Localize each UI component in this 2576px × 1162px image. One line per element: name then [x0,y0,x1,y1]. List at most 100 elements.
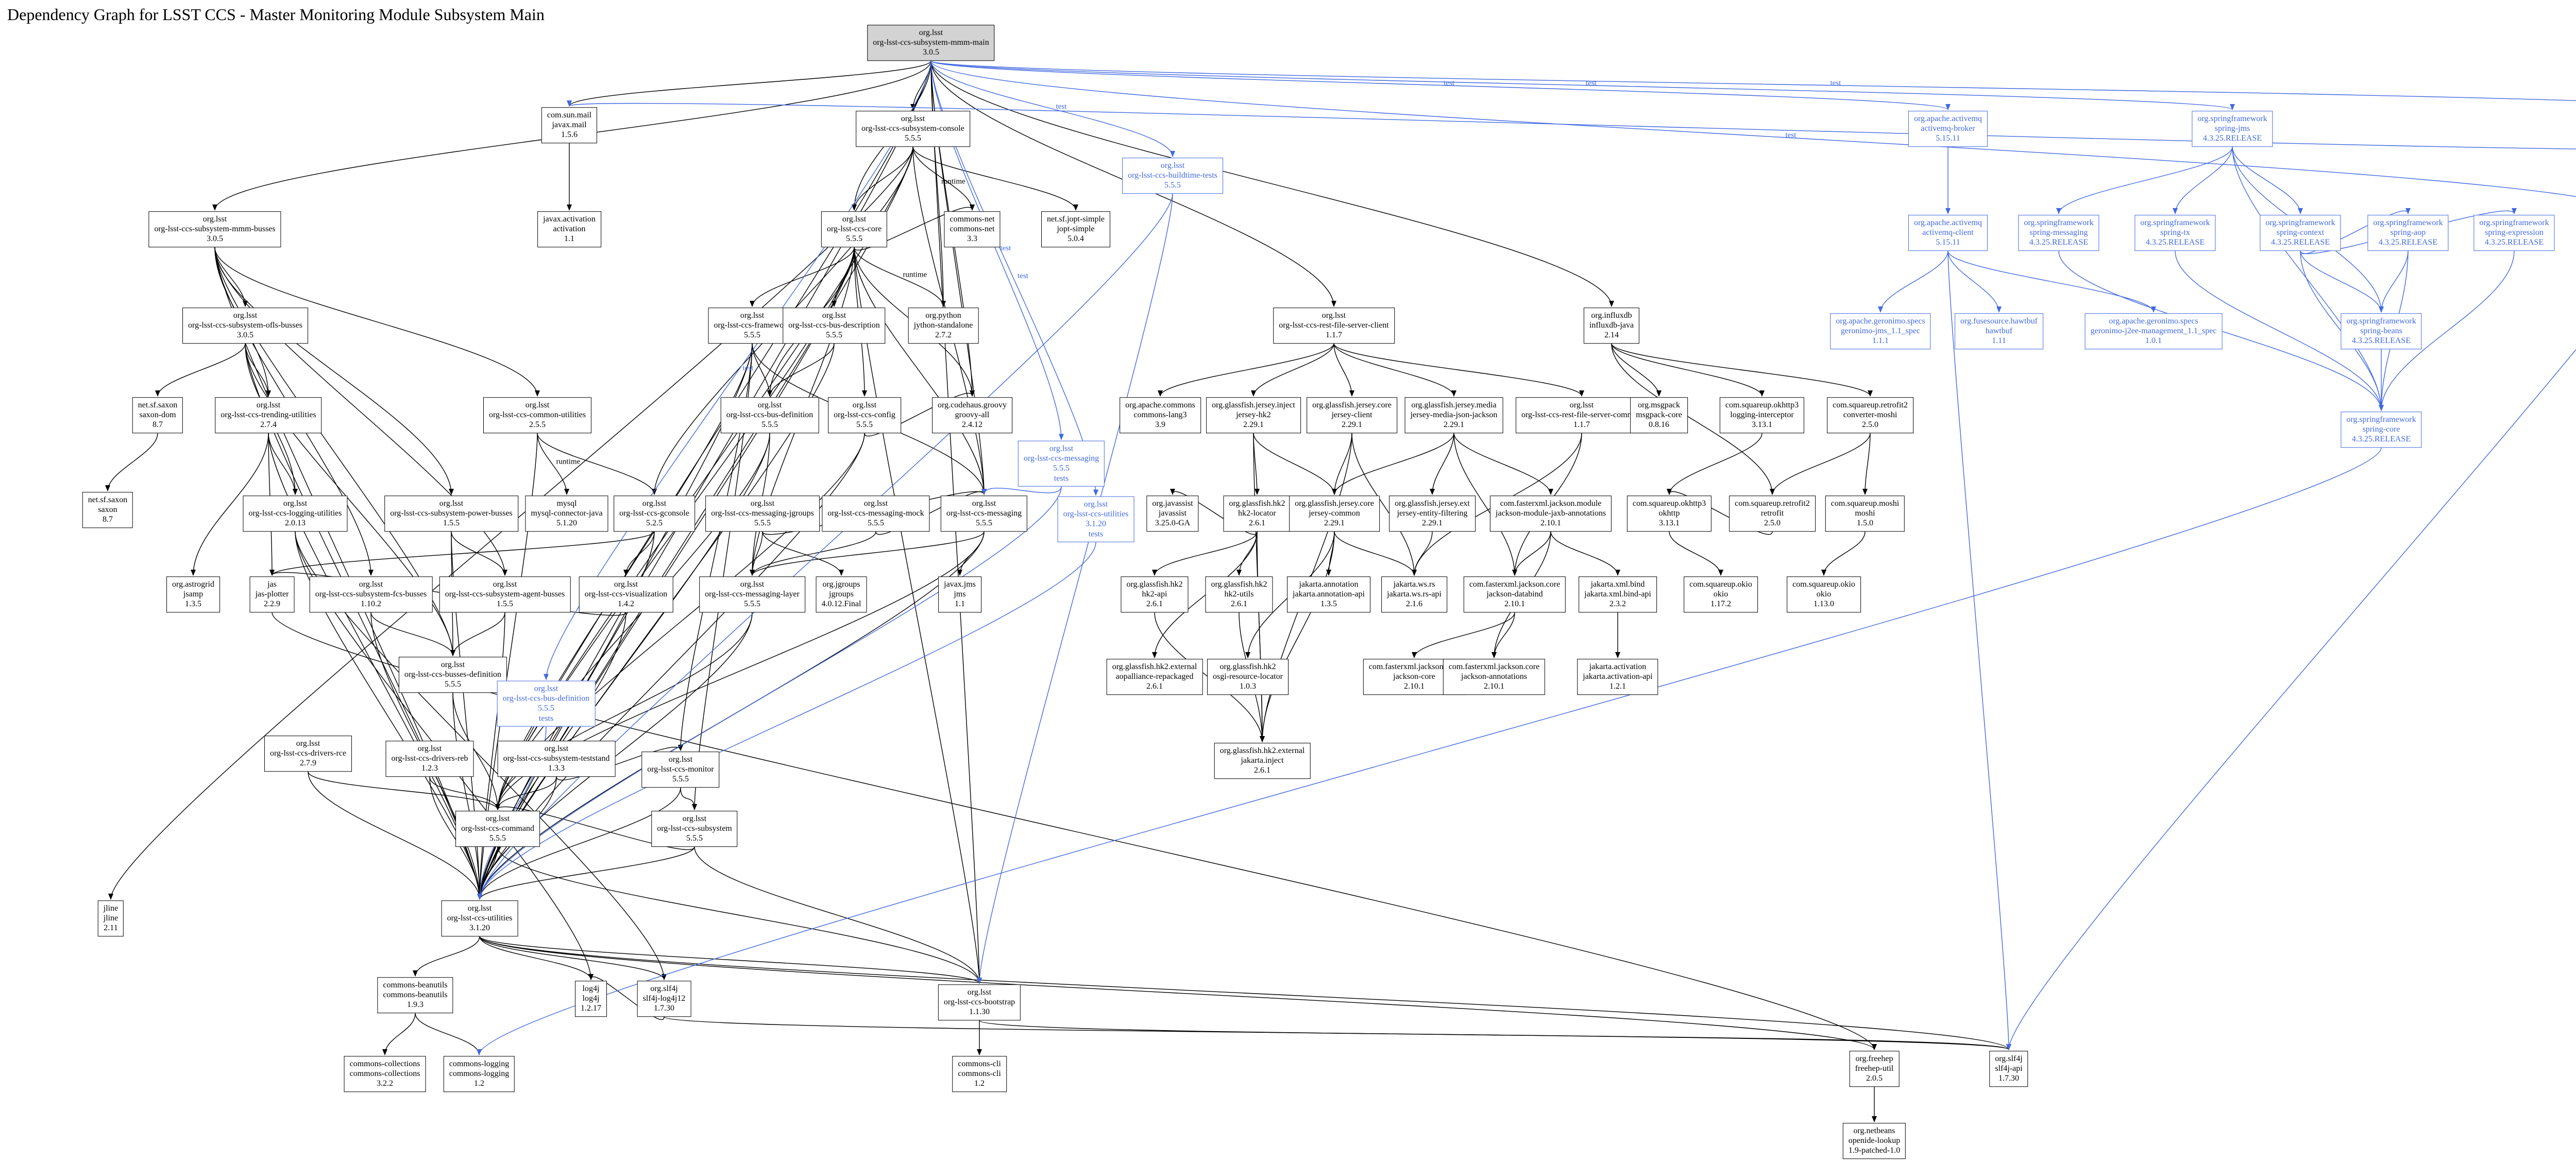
graph-node-label-line: org.lsst [534,684,558,693]
dependency-edge [479,936,667,980]
dependency-edge [477,846,695,900]
graph-node-label-line: 5.5.5 [845,234,862,244]
test-dependency-edge [2175,250,2384,411]
dependency-edge [1412,612,1515,658]
dependency-edge [1236,531,1258,576]
edge-scope-label: test [1831,79,1842,88]
graph-node-label-line: commons-beanutils [383,981,448,990]
graph-node-label-line: 5.15.11 [1936,134,1960,143]
graph-node-label-line: javax.jms [944,580,976,589]
dependency-edge [245,343,271,397]
edge-scope-label: test [1786,131,1797,140]
dependency-edge [1453,433,1517,576]
graph-node-label-line: 3.9 [1155,420,1165,430]
graph-node-label-line: retrofit [1760,509,1784,518]
graph-node-label-line: org.apache.geronimo.specs [2109,317,2198,326]
graph-node-label-line: org-lsst-ccs-drivers-rce [269,749,347,758]
dependency-edge [1821,531,1866,576]
graph-node-label-line: jakarta.xml.bind [1590,580,1645,589]
dependency-edge [415,1013,482,1055]
graph-node-label-line: org-lsst-ccs-gconsole [619,509,689,518]
graph-node-label-line: javassist [1158,509,1187,518]
dependency-edge [1667,433,1762,495]
dependency-edge [664,1016,2011,1050]
graph-node-label-line: 2.5.5 [529,420,546,430]
test-dependency-edge [930,60,1064,440]
graph-node-label-line: org-lsst-ccs-bootstrap [943,998,1015,1007]
graph-node-label-line: org.lsst [1321,311,1346,320]
graph-node-label-line: org-lsst-ccs-subsystem-power-busses [390,509,513,518]
graph-node-label-line: org.jgroups [822,580,860,589]
graph-node-label-line: 1.17.2 [1710,600,1731,609]
graph-node-label-line: 2.6.1 [1146,682,1163,691]
graph-node-label-line: org.apache.activemq [1913,114,1982,124]
graph-node-label-line: 1.1 [564,234,574,244]
graph-node-label-line: slf4j-api [1995,1064,2023,1073]
graph-node-label-line: javax.mail [552,121,587,130]
graph-node-label-line: 4.3.25.RELEASE [2351,336,2411,346]
graph-node-label-line: org.lsst [1569,401,1594,410]
graph-node-label-line: commons-net [950,215,995,224]
graph-node-label-line: 1.5.6 [561,130,578,140]
dependency-edge [588,973,665,1020]
graph-node-label-line: org.lsst [256,401,281,410]
graph-node-label-line: 5.5.5 [744,600,760,609]
graph-node-label-line: org.lsst [544,744,569,754]
graph-node-label-line: org-lsst-ccs-framework [714,321,791,330]
graph-node-label-line: org-lsst-ccs-trending-utilities [221,411,316,420]
test-dependency-edge [2056,146,2233,214]
dependency-edge [678,343,753,751]
dependency-edge [1453,433,1553,495]
dependency-edge [1611,343,1765,397]
graph-node-label-line: org.lsst [1160,161,1185,170]
dependency-edge [1333,343,1354,397]
graph-node-label-line: activemq-broker [1921,124,1975,133]
graph-node-label-line: 2.2.9 [264,600,280,609]
dependency-edge [452,692,482,900]
graph-node-label-line: commons-logging [449,1060,510,1069]
graph-node-label-line: commons-beanutils [383,990,448,1000]
graph-node-label-line: 5.5.5 [904,134,921,143]
graph-node-label-line: activemq-client [1922,228,1974,237]
graph-node-label-line: org.lsst [901,114,925,124]
graph-node-label-line: 1.0.3 [1240,682,1256,691]
graph-node-label-line: jakarta.ws.rs-api [1387,590,1442,599]
graph-node-label-line: 5.5.5 [672,775,689,784]
graph-node-label-line: org.lsst [614,580,638,589]
graph-node-label-line: org.glassfish.hk2 [1229,499,1285,508]
graph-node-label-line: org.springframework [2346,317,2416,326]
graph-node-label-line: org.lsst [740,580,765,589]
dependency-edge [155,343,246,397]
dependency-edge [429,776,500,810]
dependency-edge [479,936,594,980]
graph-node-label-line: jakarta.annotation-api [1293,590,1365,599]
dependency-edge [479,936,2011,1050]
dependency-edge [1152,531,1258,576]
graph-node-label-line: 1.3.3 [548,764,565,773]
graph-node-label-line: osgi-resource-locator [1213,672,1283,681]
graph-node-label-line: jackson-annotations [1461,672,1527,681]
graph-node-label-line: jersey-media-json-jackson [1410,411,1498,420]
graph-node-label-line: jakarta.xml.bind-api [1584,590,1651,599]
graph-node-label-line: org-lsst-ccs-utilities [1063,509,1129,519]
graph-node-label-line: com.squareup.okio [1689,580,1752,589]
test-dependency-edge [2173,146,2233,214]
